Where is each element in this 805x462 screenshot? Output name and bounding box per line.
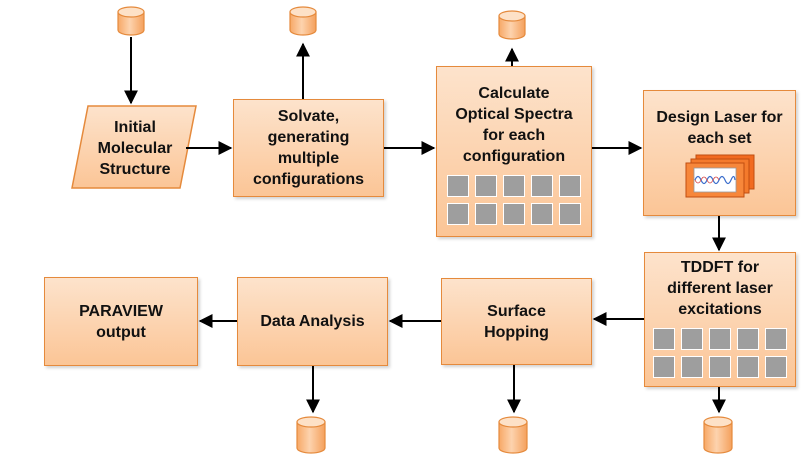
grid-cell	[737, 328, 759, 350]
excitation-grid	[653, 328, 787, 378]
initial-structure-shape	[71, 105, 197, 189]
data-analysis-node: Data Analysis	[237, 277, 388, 366]
design-laser-node: Design Laser for each set	[643, 90, 796, 216]
configuration-grid	[447, 175, 581, 225]
initial-structure-label: Initial Molecular Structure	[97, 118, 173, 178]
grid-cell	[709, 328, 731, 350]
database-icon-input	[117, 6, 145, 36]
database-icon-tddft	[703, 416, 733, 454]
grid-cell	[765, 356, 787, 378]
tddft-label: TDDFT for different laser excitations	[667, 259, 773, 318]
grid-cell	[709, 356, 731, 378]
optical-spectra-label: Calculate Optical Spectra for each confi…	[455, 85, 573, 165]
grid-cell	[737, 356, 759, 378]
surface-hopping-node: Surface Hopping	[441, 278, 592, 365]
grid-cell	[503, 175, 525, 197]
laser-pulse-icon	[685, 154, 754, 198]
grid-cell	[447, 175, 469, 197]
grid-cell	[559, 175, 581, 197]
database-icon-hopping	[498, 416, 528, 454]
grid-cell	[653, 328, 675, 350]
solvate-node: Solvate, generating multiple configurati…	[233, 99, 384, 197]
grid-cell	[681, 328, 703, 350]
tddft-node: TDDFT for different laser excitations	[644, 252, 796, 387]
paraview-node: PARAVIEW output	[44, 277, 198, 366]
solvate-label: Solvate, generating multiple configurati…	[252, 108, 365, 188]
grid-cell	[503, 203, 525, 225]
grid-cell	[559, 203, 581, 225]
grid-cell	[653, 356, 675, 378]
optical-spectra-node: Calculate Optical Spectra for each confi…	[436, 66, 592, 237]
database-icon-solvate	[289, 6, 317, 36]
grid-cell	[475, 203, 497, 225]
initial-structure-node: Initial Molecular Structure	[80, 116, 190, 180]
design-laser-label: Design Laser for each set	[656, 109, 783, 147]
database-icon-optical	[498, 10, 526, 40]
grid-cell	[531, 203, 553, 225]
paraview-label: PARAVIEW output	[79, 302, 163, 341]
grid-cell	[681, 356, 703, 378]
grid-cell	[475, 175, 497, 197]
database-icon-analysis	[296, 416, 326, 454]
grid-cell	[447, 203, 469, 225]
surface-hopping-label: Surface Hopping	[484, 302, 549, 341]
grid-cell	[765, 328, 787, 350]
grid-cell	[531, 175, 553, 197]
data-analysis-label: Data Analysis	[260, 313, 365, 330]
